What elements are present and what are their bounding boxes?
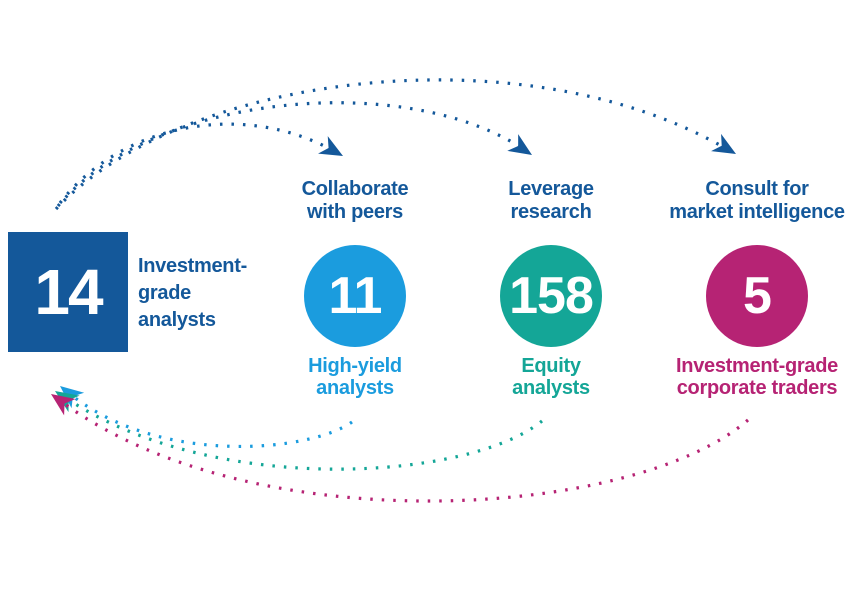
node-circle-equity: 158 <box>500 245 602 347</box>
action-label-collaborate: Collaborate with peers <box>301 178 409 223</box>
node-circle-traders: 5 <box>706 245 808 347</box>
return-arc-traders <box>61 400 750 503</box>
node-count-traders: 5 <box>743 267 772 325</box>
action-label-leverage: Leverage research <box>508 178 594 223</box>
node-label-equity: Equity analysts <box>512 355 590 399</box>
source-count: 14 <box>34 256 103 328</box>
arrowhead-return-traders-icon <box>51 394 76 416</box>
node-label-traders: Investment-grade corporate traders <box>676 355 838 399</box>
action-label-consult: Consult for market intelligence <box>669 178 845 223</box>
arrowhead-consult-icon <box>711 133 736 154</box>
node-circle-high-yield: 11 <box>304 245 406 347</box>
arrowhead-leverage-icon <box>507 134 532 155</box>
return-arc-equity <box>65 396 544 471</box>
source-count-box: 14 <box>8 232 128 352</box>
node-count-equity: 158 <box>509 267 594 325</box>
return-arc-high-yield <box>69 392 353 448</box>
source-label: Investment- grade analysts <box>138 255 247 331</box>
node-label-high-yield: High-yield analysts <box>308 355 402 399</box>
arrowhead-collaborate-icon <box>318 136 343 156</box>
outbound-arc-consult <box>54 78 726 211</box>
node-count-high-yield: 11 <box>328 267 383 325</box>
